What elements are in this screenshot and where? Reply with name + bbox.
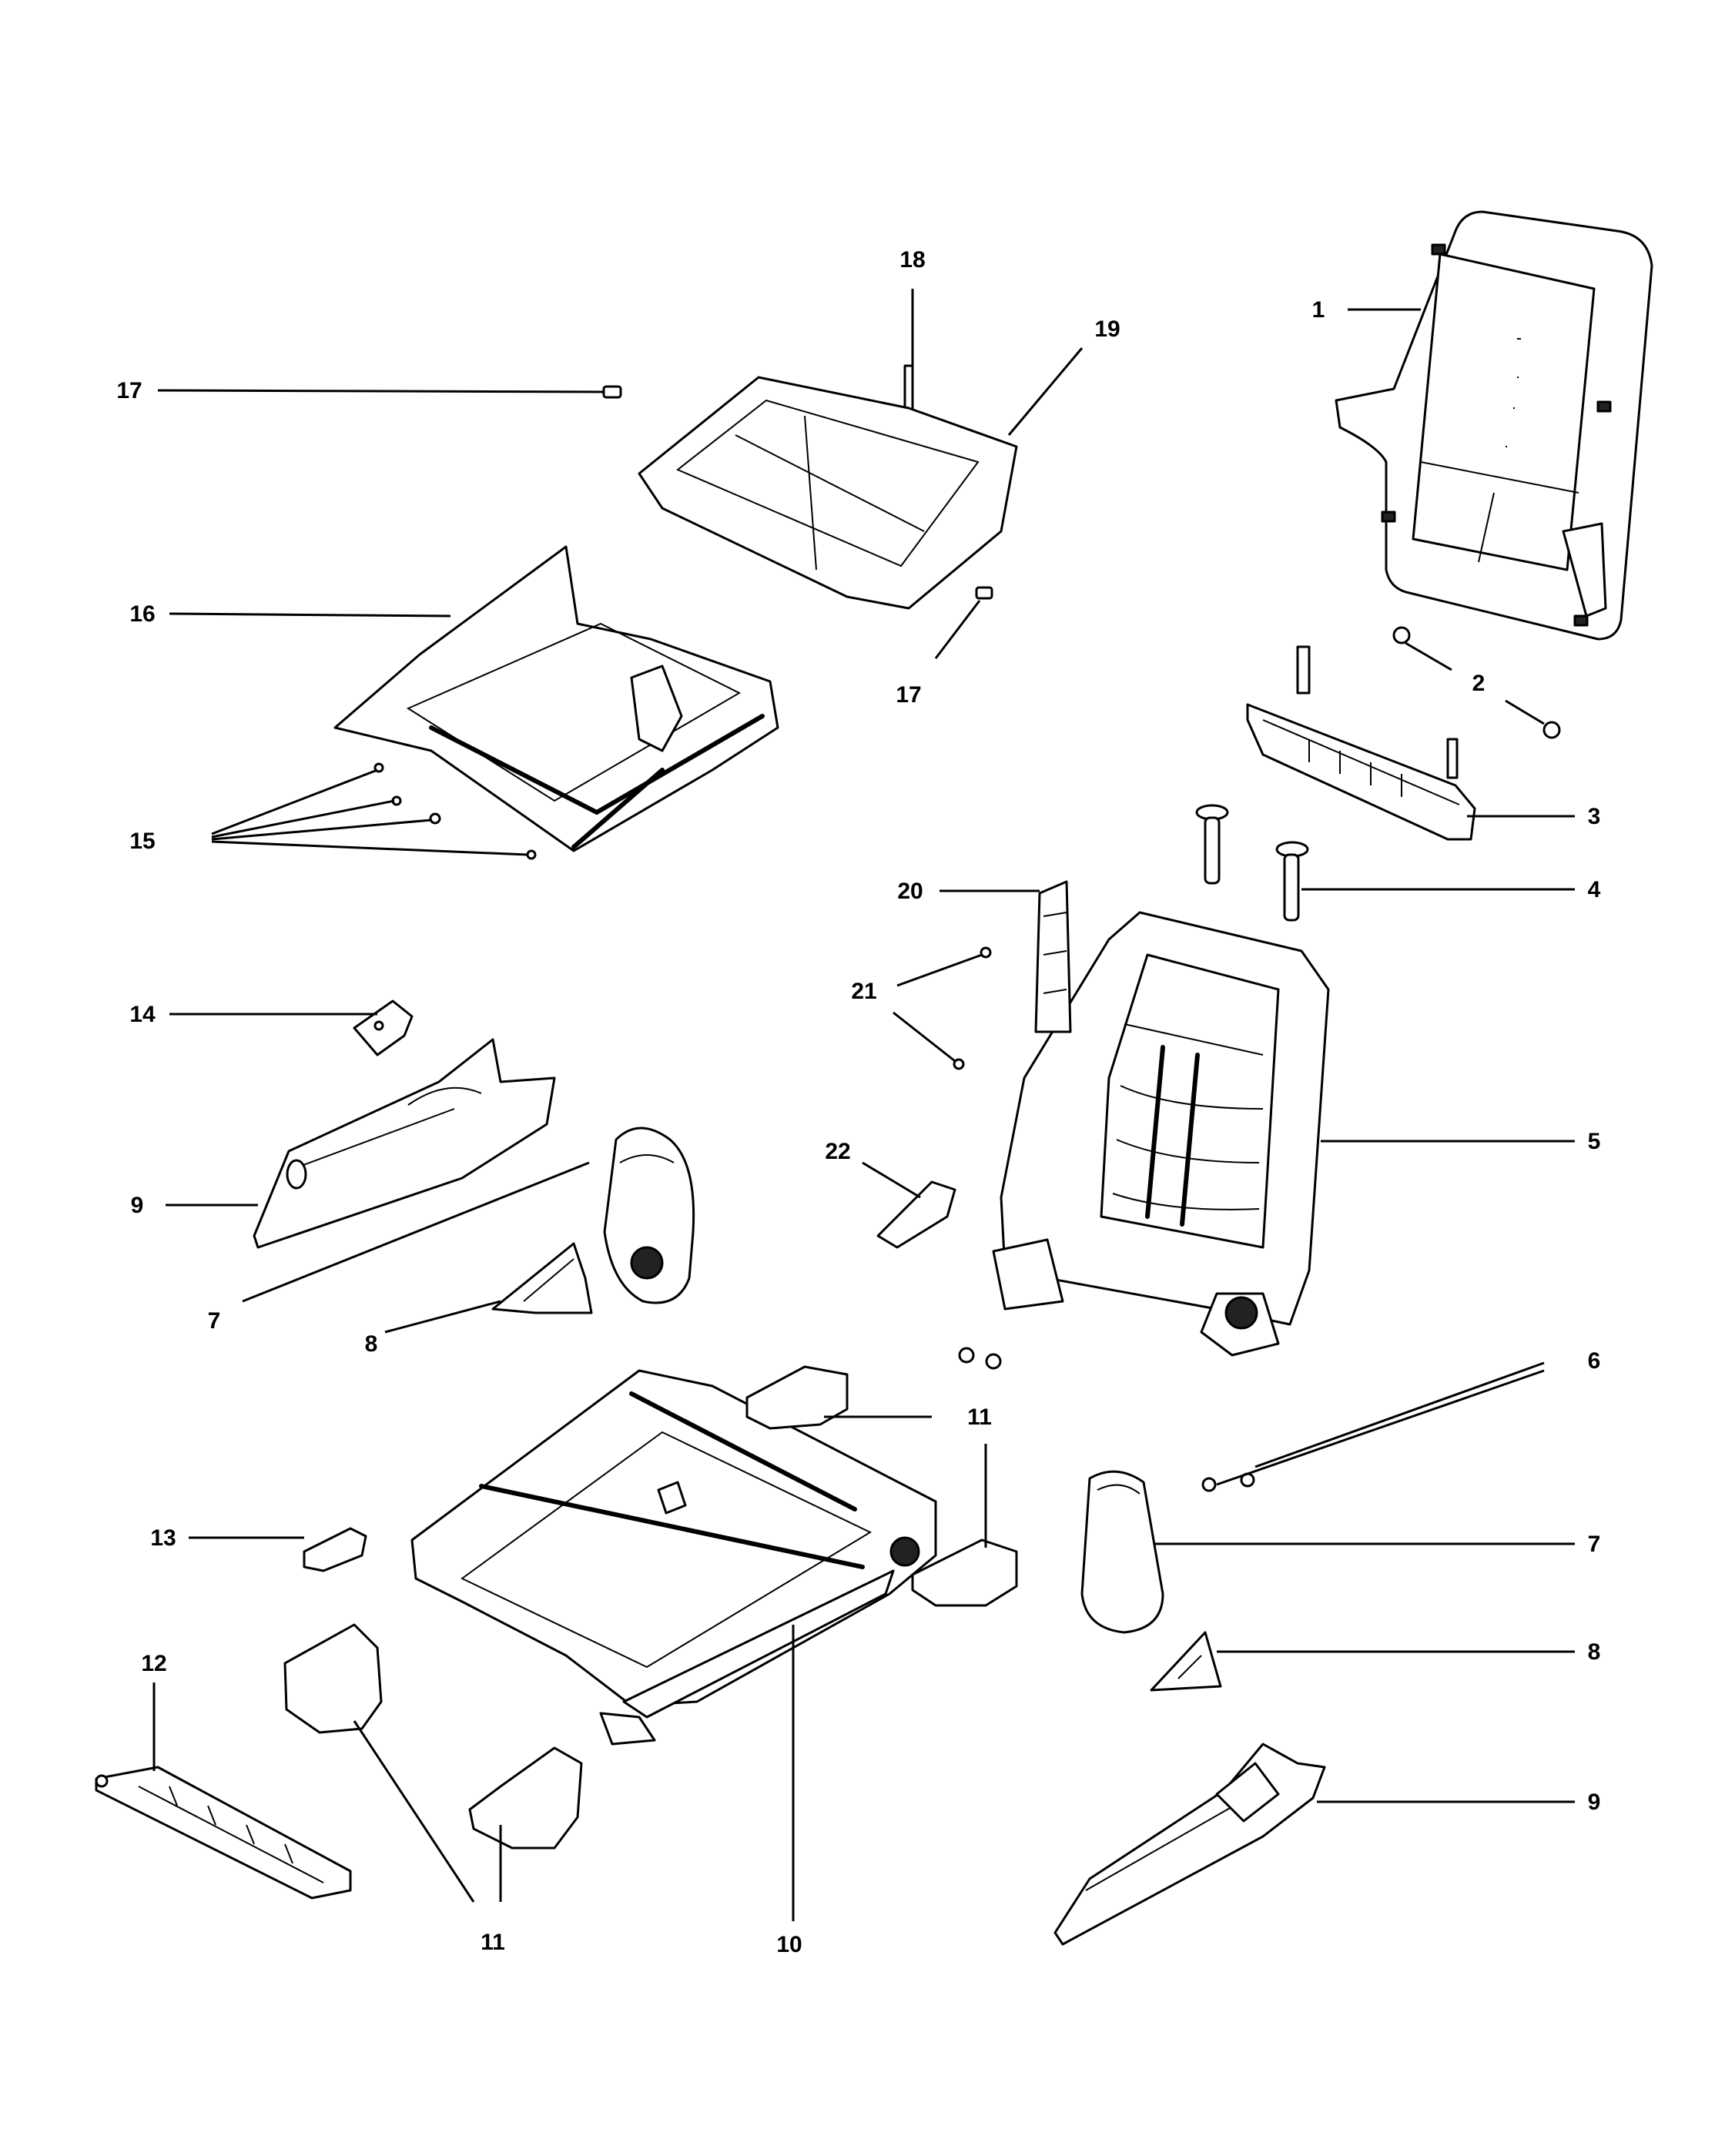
part-clip xyxy=(303,1527,367,1572)
part-screw-pair xyxy=(1201,1472,1255,1492)
callout-21: 21 xyxy=(851,979,876,1004)
part-bolt-lower xyxy=(975,586,993,600)
callout-12: 12 xyxy=(141,1651,166,1676)
callout-7-right: 7 xyxy=(1588,1532,1601,1557)
part-trim-right xyxy=(1150,1631,1222,1692)
part-side-bracket xyxy=(1034,880,1072,1033)
callout-22: 22 xyxy=(825,1139,850,1164)
part-lower-back-bracket xyxy=(1246,645,1476,841)
callout-8-left: 8 xyxy=(365,1331,378,1357)
callout-8-right: 8 xyxy=(1588,1639,1601,1665)
leader-lines xyxy=(152,289,1575,1921)
callout-2: 2 xyxy=(1472,671,1486,696)
part-pivot-cover-top xyxy=(745,1365,849,1430)
callout-5: 5 xyxy=(1588,1129,1601,1154)
part-seat-adjuster xyxy=(410,1369,937,1746)
part-pin xyxy=(903,364,914,413)
part-lever-handle xyxy=(876,1180,956,1249)
callout-18: 18 xyxy=(899,247,925,273)
callout-labels: 1 2 3 4 5 6 7 7 8 8 9 9 10 11 11 12 13 1… xyxy=(116,247,1600,1957)
callout-7-left: 7 xyxy=(208,1308,221,1334)
part-pivot-cover-bottom xyxy=(468,1746,583,1850)
part-trim-left xyxy=(491,1242,593,1314)
part-clips xyxy=(373,762,537,860)
part-pivot-cover-left xyxy=(283,1623,383,1734)
callout-11-bottom: 11 xyxy=(481,1930,505,1955)
callout-19: 19 xyxy=(1094,316,1120,342)
part-cushion-frame xyxy=(638,376,1018,610)
part-bolt-upper xyxy=(602,385,622,399)
part-nut-pair xyxy=(1392,626,1561,739)
part-track-cover xyxy=(95,1766,352,1900)
part-small-plate xyxy=(353,999,414,1056)
callout-3: 3 xyxy=(1588,804,1601,829)
callout-1: 1 xyxy=(1312,297,1325,323)
part-side-shield-left xyxy=(253,1038,556,1249)
part-seatback-panel xyxy=(1335,210,1653,641)
callout-10: 10 xyxy=(776,1932,802,1957)
part-nut-small xyxy=(953,946,992,1070)
part-recliner-cover-left xyxy=(603,1127,695,1304)
callout-15: 15 xyxy=(129,829,155,854)
callout-4: 4 xyxy=(1588,877,1601,902)
callout-14: 14 xyxy=(129,1002,156,1027)
part-recliner-cover-right xyxy=(1080,1470,1164,1634)
callout-9-right: 9 xyxy=(1588,1789,1601,1815)
callout-20: 20 xyxy=(897,879,923,904)
part-pivot-cover-right xyxy=(911,1538,1018,1607)
callout-6: 6 xyxy=(1588,1348,1601,1374)
part-seat-pan xyxy=(333,545,779,852)
callout-17-upper: 17 xyxy=(116,378,142,403)
callout-9-left: 9 xyxy=(131,1193,144,1218)
part-seatback-frame xyxy=(958,911,1330,1370)
callout-13: 13 xyxy=(150,1525,176,1551)
part-headrest-guides xyxy=(1195,804,1309,922)
part-side-shield-right xyxy=(1053,1743,1326,1946)
callout-16: 16 xyxy=(129,601,155,627)
callout-11-top: 11 xyxy=(967,1404,992,1430)
callout-17-lower: 17 xyxy=(896,682,921,708)
